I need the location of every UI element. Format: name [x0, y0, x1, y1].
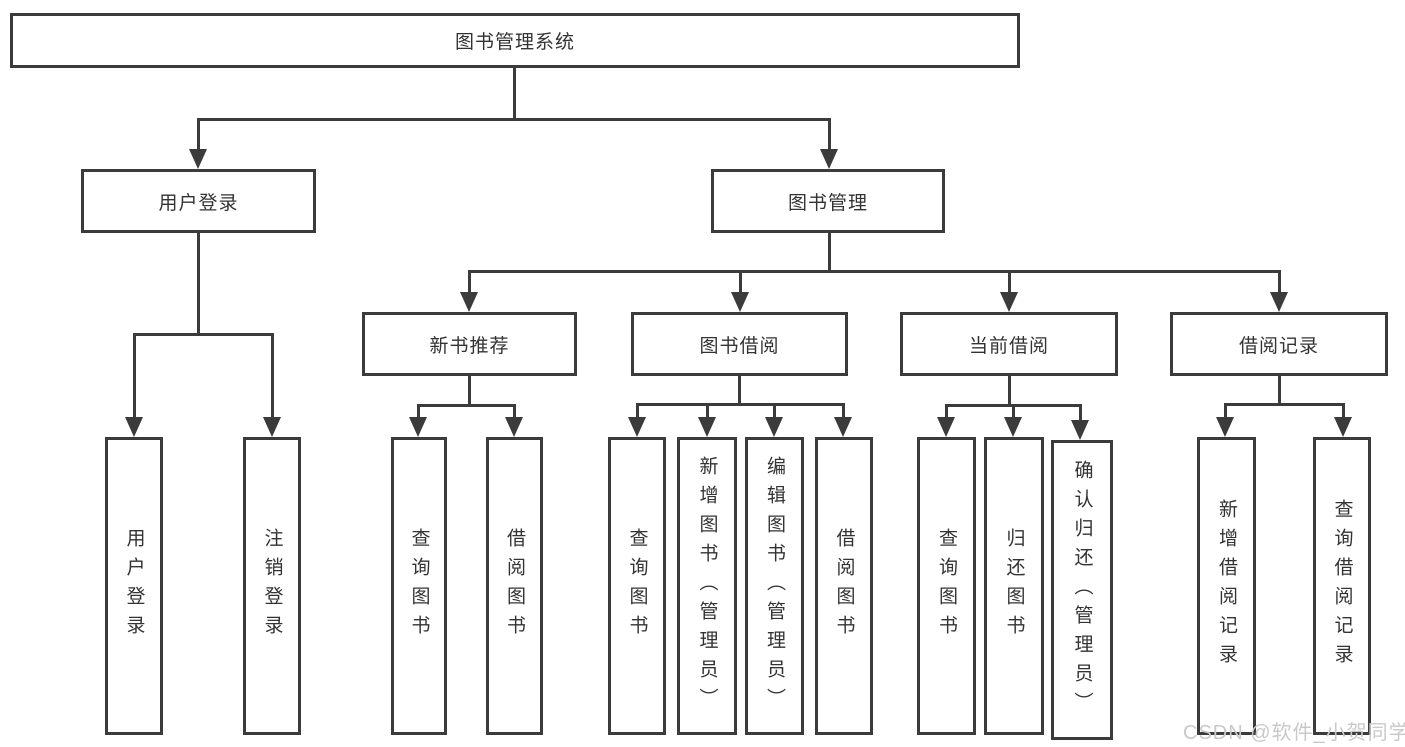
- connector-line: [773, 403, 776, 419]
- node-leaf-logout: 注销登录: [243, 437, 301, 735]
- connector-line: [468, 270, 471, 294]
- arrow-down-icon: [1000, 292, 1018, 312]
- node-leaf-add-books-admin: 新增图书（管理员）: [677, 437, 737, 735]
- node-leaf-edit-books-admin: 编辑图书（管理员）: [745, 437, 804, 735]
- node-current-borrow: 当前借阅: [900, 312, 1118, 376]
- arrow-down-icon: [125, 417, 143, 437]
- node-leaf-return-books-label: 归还图书: [1003, 528, 1025, 644]
- node-leaf-query-borrow-record-label: 查询借阅记录: [1331, 499, 1353, 673]
- connector-line: [1278, 376, 1281, 405]
- csdn-watermark: CSDN @软件_小贺同学: [1183, 722, 1405, 744]
- node-leaf-confirm-return-admin: 确认归还（管理员）: [1051, 440, 1113, 740]
- connector-line: [513, 68, 516, 118]
- node-leaf-borrow-books-1: 借阅图书: [486, 437, 543, 735]
- connector-line: [197, 118, 200, 152]
- connector-line: [271, 333, 274, 419]
- connector-line: [133, 333, 136, 419]
- node-root: 图书管理系统: [10, 13, 1020, 68]
- node-leaf-query-books-3: 查询图书: [917, 437, 976, 735]
- connector-line: [1342, 403, 1345, 419]
- connector-line: [1278, 270, 1281, 294]
- connector-line: [197, 233, 200, 335]
- arrow-down-icon: [937, 417, 955, 437]
- connector-line: [945, 404, 948, 419]
- node-book-borrow: 图书借阅: [631, 312, 848, 376]
- arrow-down-icon: [820, 149, 838, 169]
- node-leaf-borrow-books-1-label: 借阅图书: [504, 528, 525, 644]
- arrow-down-icon: [460, 292, 478, 312]
- connector-line: [1079, 404, 1082, 420]
- node-leaf-edit-books-admin-label: 编辑图书（管理员）: [764, 455, 785, 717]
- arrow-down-icon: [409, 417, 427, 437]
- connector-line: [1224, 403, 1227, 419]
- node-leaf-query-borrow-record: 查询借阅记录: [1313, 437, 1371, 735]
- connector-line: [417, 404, 420, 419]
- node-leaf-query-books-2-label: 查询图书: [626, 528, 648, 644]
- arrow-down-icon: [1334, 417, 1352, 437]
- node-leaf-borrow-books-2: 借阅图书: [815, 437, 873, 735]
- connector-line: [828, 233, 831, 272]
- connector-line: [1008, 376, 1011, 407]
- connector-line: [417, 404, 516, 407]
- connector-line: [636, 403, 845, 406]
- node-book-management: 图书管理: [711, 169, 945, 233]
- node-leaf-borrow-books-2-label: 借阅图书: [833, 528, 855, 644]
- connector-line: [738, 376, 741, 405]
- connector-line: [636, 403, 639, 419]
- node-leaf-logout-label: 注销登录: [261, 528, 283, 644]
- node-leaf-add-borrow-record-label: 新增借阅记录: [1216, 499, 1237, 673]
- connector-line: [468, 376, 471, 407]
- connector-line: [828, 118, 831, 152]
- connector-line: [1008, 270, 1011, 294]
- arrow-down-icon: [263, 417, 281, 437]
- node-leaf-user-login-label: 用户登录: [123, 528, 145, 644]
- connector-line: [197, 118, 831, 121]
- connector-line: [739, 270, 742, 294]
- node-leaf-add-books-admin-label: 新增图书（管理员）: [696, 455, 718, 717]
- connector-line: [1012, 404, 1015, 419]
- node-leaf-add-borrow-record: 新增借阅记录: [1197, 437, 1256, 735]
- arrow-down-icon: [189, 149, 207, 169]
- node-leaf-query-books-3-label: 查询图书: [936, 528, 957, 644]
- node-leaf-user-login: 用户登录: [105, 437, 163, 735]
- connector-line: [133, 333, 274, 336]
- connector-line: [513, 404, 516, 419]
- arrow-down-icon: [731, 292, 749, 312]
- arrow-down-icon: [1216, 417, 1234, 437]
- connector-line: [468, 270, 1281, 273]
- node-user-login: 用户登录: [81, 169, 316, 233]
- arrow-down-icon: [1071, 420, 1089, 440]
- node-leaf-query-books-2: 查询图书: [608, 437, 666, 735]
- connector-line: [842, 403, 845, 419]
- connector-line: [706, 403, 709, 419]
- arrow-down-icon: [1004, 417, 1022, 437]
- node-leaf-query-books-1: 查询图书: [391, 437, 447, 735]
- arrow-down-icon: [505, 417, 523, 437]
- arrow-down-icon: [1270, 292, 1288, 312]
- arrow-down-icon: [834, 417, 852, 437]
- node-leaf-return-books: 归还图书: [984, 437, 1044, 735]
- node-leaf-query-books-1-label: 查询图书: [408, 528, 430, 644]
- node-borrow-records: 借阅记录: [1170, 312, 1388, 376]
- node-new-book-recommend: 新书推荐: [362, 312, 577, 376]
- node-leaf-confirm-return-admin-label: 确认归还（管理员）: [1071, 459, 1093, 721]
- arrow-down-icon: [628, 417, 646, 437]
- arrow-down-icon: [765, 417, 783, 437]
- connector-line: [1224, 403, 1345, 406]
- arrow-down-icon: [698, 417, 716, 437]
